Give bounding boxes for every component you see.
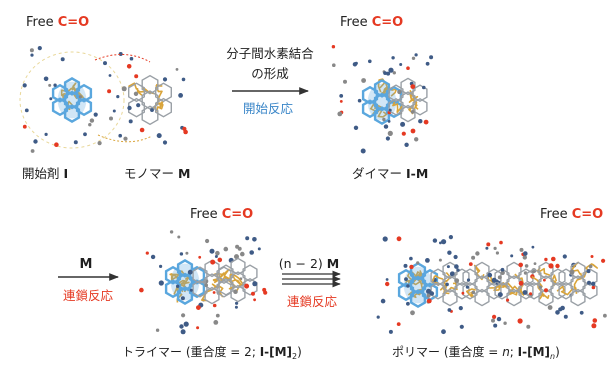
arrow3-reaction-arrows xyxy=(282,270,341,288)
polymer-unit-4 xyxy=(518,247,577,315)
dimer-label: ダイマー I-M xyxy=(352,166,428,181)
polymer-unit-2 xyxy=(454,240,514,328)
trimer-label: トライマー (重合度 = 2; I-[M]2) xyxy=(122,344,302,361)
free-carbonyl-label-polymer: Free C=O xyxy=(540,207,603,222)
arrow1-initiation-label: 開始反応 xyxy=(243,101,294,116)
arrow1-condition-line1: 分子間水素結合 xyxy=(226,46,314,61)
trimer-initiator xyxy=(139,230,221,335)
monomer-molecule xyxy=(112,52,188,145)
trimer-unit-3 xyxy=(212,236,268,308)
polymer-label: ポリマー (重合度 = n; I-[M]n) xyxy=(392,344,560,361)
free-carbonyl-label-initiator: Free C=O xyxy=(26,15,89,30)
initiator-label: 開始剤 I xyxy=(22,166,68,181)
free-carbonyl-label-dimer: Free C=O xyxy=(340,15,403,30)
arrow2-propagation-label: 連鎖反応 xyxy=(63,288,114,303)
hydrogen-bond-guides xyxy=(94,54,153,143)
arrow3-reagent: (n − 2) M xyxy=(279,256,339,271)
arrow1-condition-line2: の形成 xyxy=(251,66,289,81)
polymer-unit-3 xyxy=(491,245,537,329)
arrow2-reagent: M xyxy=(80,257,93,272)
initiator-molecule xyxy=(19,46,125,153)
dimer-monomer-part xyxy=(382,56,430,142)
arrow3-propagation-label: 連鎖反応 xyxy=(287,294,338,309)
polymer-unit-5 xyxy=(548,254,607,329)
monomer-label: モノマー M xyxy=(124,166,190,181)
polymer-unit-1 xyxy=(426,238,480,329)
free-carbonyl-label-trimer: Free C=O xyxy=(190,207,253,222)
molecule-illustrations xyxy=(19,45,607,335)
trimer-unit-2 xyxy=(187,238,243,310)
